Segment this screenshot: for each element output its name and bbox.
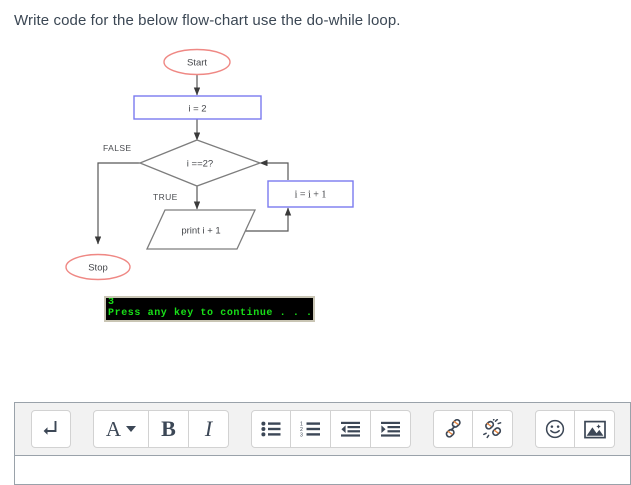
bullet-list-button[interactable] [251,410,291,448]
unlink-icon [482,419,501,439]
numbered-list-button[interactable]: 1 2 3 [291,410,331,448]
console-prompt-text: Press any key to continue . . . [108,308,313,319]
flowchart-node-start-label: Start [187,58,207,69]
indent-button[interactable] [371,410,411,448]
insert-emoji-button[interactable] [535,410,575,448]
flowchart-node-increment-label: i = i + 1 [295,190,327,201]
outdent-icon [340,421,360,437]
connector-output-to-increment [240,207,292,232]
numbered-list-icon: 1 2 3 [300,422,320,437]
flowchart-node-init-label: i = 2 [188,104,206,115]
editor-toolbar: A B I [14,402,631,456]
toolbar-group-media [535,410,615,448]
bold-button[interactable]: B [149,410,189,448]
flowchart-node-condition [138,139,262,187]
insert-link-button[interactable] [433,410,473,448]
chevron-down-icon [126,426,137,432]
svg-text:3: 3 [300,432,303,437]
bold-icon: B [161,416,176,441]
flowchart-node-init [133,95,262,120]
toolbar-group-formatting: A B I [93,410,229,448]
smiley-icon [545,419,565,439]
flowchart-diagram: Start i = 2 i ==2? FALSE TRUE print i + … [60,40,380,290]
italic-icon: I [204,416,213,441]
arrow-down-turn-icon [43,421,57,435]
console-output: 3 Press any key to continue . . . [104,296,315,322]
font-A-icon: A [105,416,122,441]
flowchart-node-output-label: print i + 1 [181,226,220,237]
indent-icon [380,421,400,437]
font-style-button[interactable]: A [93,410,149,448]
toolbar-group-links [433,410,513,448]
italic-button[interactable]: I [189,410,229,448]
outdent-button[interactable] [331,410,371,448]
insert-image-button[interactable] [575,410,615,448]
flowchart-node-increment [267,180,354,208]
svg-text:2: 2 [300,427,303,433]
flowchart-edge-label-true: TRUE [153,192,178,202]
connector-decision-to-stop [94,162,140,245]
flowchart-node-output [145,209,257,250]
flowchart-node-start [163,48,231,76]
remove-link-button[interactable] [473,410,513,448]
link-icon [445,419,461,438]
editor-text-area[interactable] [14,456,631,485]
console-prompt-row: Press any key to continue . . . [106,308,313,319]
toolbar-group-lists: 1 2 3 [251,410,411,448]
rich-text-editor: A B I [14,402,631,485]
insert-line-break-button[interactable] [31,410,71,448]
connector-increment-to-decision [259,159,289,180]
image-icon [583,420,606,438]
svg-text:1: 1 [300,422,303,428]
console-output-value: 3 [108,297,115,308]
flowchart-node-condition-label: i ==2? [187,159,213,170]
toolbar-group-insert [31,410,71,448]
bullet-list-icon [261,421,281,437]
page-title: Write code for the below flow-chart use … [14,12,401,29]
flowchart-node-stop [65,253,131,281]
flowchart-node-stop-label: Stop [88,263,108,274]
flowchart-edge-label-false: FALSE [103,143,131,153]
